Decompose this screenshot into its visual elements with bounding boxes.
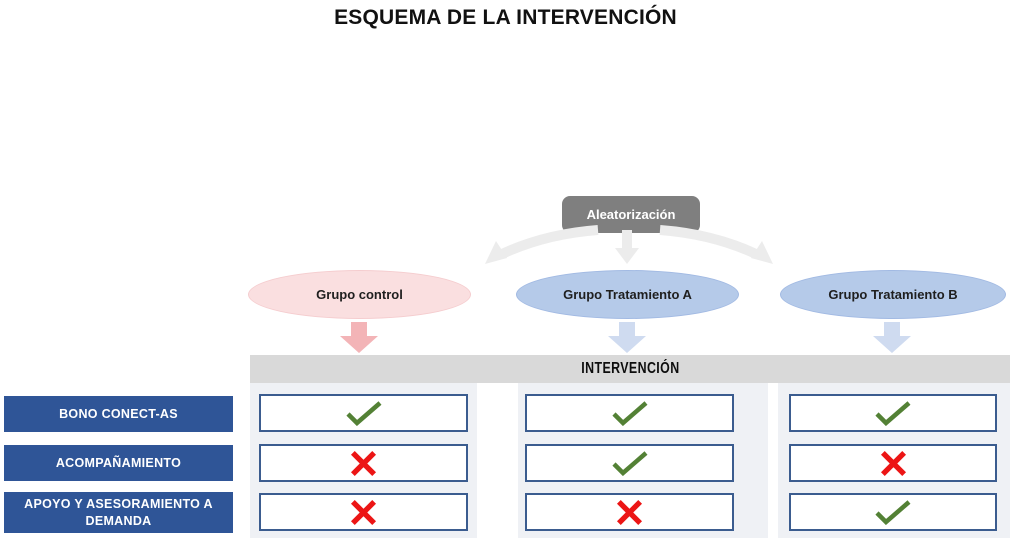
matrix-cell: [525, 493, 734, 531]
check-icon: [345, 401, 381, 426]
down-arrow-icon: [873, 322, 911, 353]
cross-icon: [350, 450, 377, 476]
group-ellipse-control: Grupo control: [248, 270, 471, 319]
group-ellipse-treatment-a: Grupo Tratamiento A: [516, 270, 739, 319]
down-arrow-icon: [608, 322, 646, 353]
branch-arrow-left-icon: [485, 225, 599, 264]
randomization-label: Aleatorización: [586, 207, 676, 222]
matrix-cell: [789, 493, 997, 531]
matrix-cell: [525, 444, 734, 482]
check-icon: [875, 401, 911, 426]
branch-arrows-icon: [485, 225, 773, 264]
branch-arrow-right-icon: [659, 225, 773, 264]
check-icon: [611, 401, 647, 426]
matrix-cell: [789, 444, 997, 482]
matrix-cell: [789, 394, 997, 432]
group-label: Grupo Tratamiento B: [828, 287, 958, 302]
matrix-cell: [259, 444, 468, 482]
cross-icon: [616, 499, 643, 525]
page-title: ESQUEMA DE LA INTERVENCIÓN: [334, 6, 677, 29]
intervention-label: INTERVENCIÓN: [580, 360, 680, 377]
intervention-bar: INTERVENCIÓN: [250, 355, 1010, 383]
row-label-apoyo-asesoramiento: APOYO Y ASESORAMIENTO A DEMANDA: [4, 492, 233, 533]
group-label: Grupo Tratamiento A: [563, 287, 692, 302]
row-label-acompanamiento: ACOMPAÑAMIENTO: [4, 445, 233, 481]
group-label: Grupo control: [316, 287, 403, 302]
down-arrow-icon: [340, 322, 378, 353]
row-label-bono-conect-as: BONO CONECT-AS: [4, 396, 233, 432]
branch-arrow-middle-icon: [615, 230, 639, 264]
matrix-cell: [259, 394, 468, 432]
matrix-cell: [259, 493, 468, 531]
cross-icon: [350, 499, 377, 525]
check-icon: [611, 451, 647, 476]
cross-icon: [880, 450, 906, 476]
group-ellipse-treatment-b: Grupo Tratamiento B: [780, 270, 1006, 319]
matrix-cell: [525, 394, 734, 432]
check-icon: [875, 500, 911, 525]
